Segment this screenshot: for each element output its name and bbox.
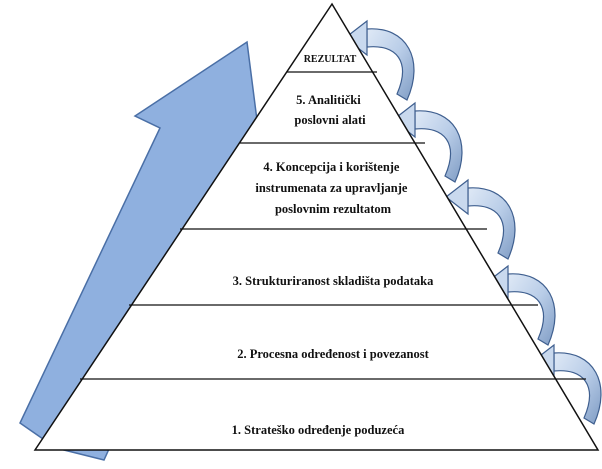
level-dividers <box>80 71 586 380</box>
level-1-text: 1. Strateško određenje poduzeća <box>232 423 405 437</box>
curl-arrow-body <box>507 273 556 346</box>
level-2-text: 2. Procesna određenost i povezanost <box>237 347 429 361</box>
curl-arrow-3 <box>445 178 516 260</box>
curl-arrow-body <box>366 28 415 101</box>
curl-arrow-body <box>467 187 516 260</box>
curl-arrow-body <box>553 352 602 425</box>
level-rezultat: REZULTAT <box>304 54 357 65</box>
curved-arrows <box>344 19 602 425</box>
level-4-text: 4. Koncepcija i korištenje instrumenata … <box>255 160 410 216</box>
level-5-text: 5. Analitički poslovni alati <box>294 93 366 127</box>
curl-arrow-head <box>445 178 469 216</box>
pyramid-outline <box>33 2 600 451</box>
level-3-text: 3. Strukturiranost skladišta podataka <box>233 274 434 288</box>
curl-arrow-1 <box>344 19 415 101</box>
curl-arrow-body <box>414 110 463 183</box>
